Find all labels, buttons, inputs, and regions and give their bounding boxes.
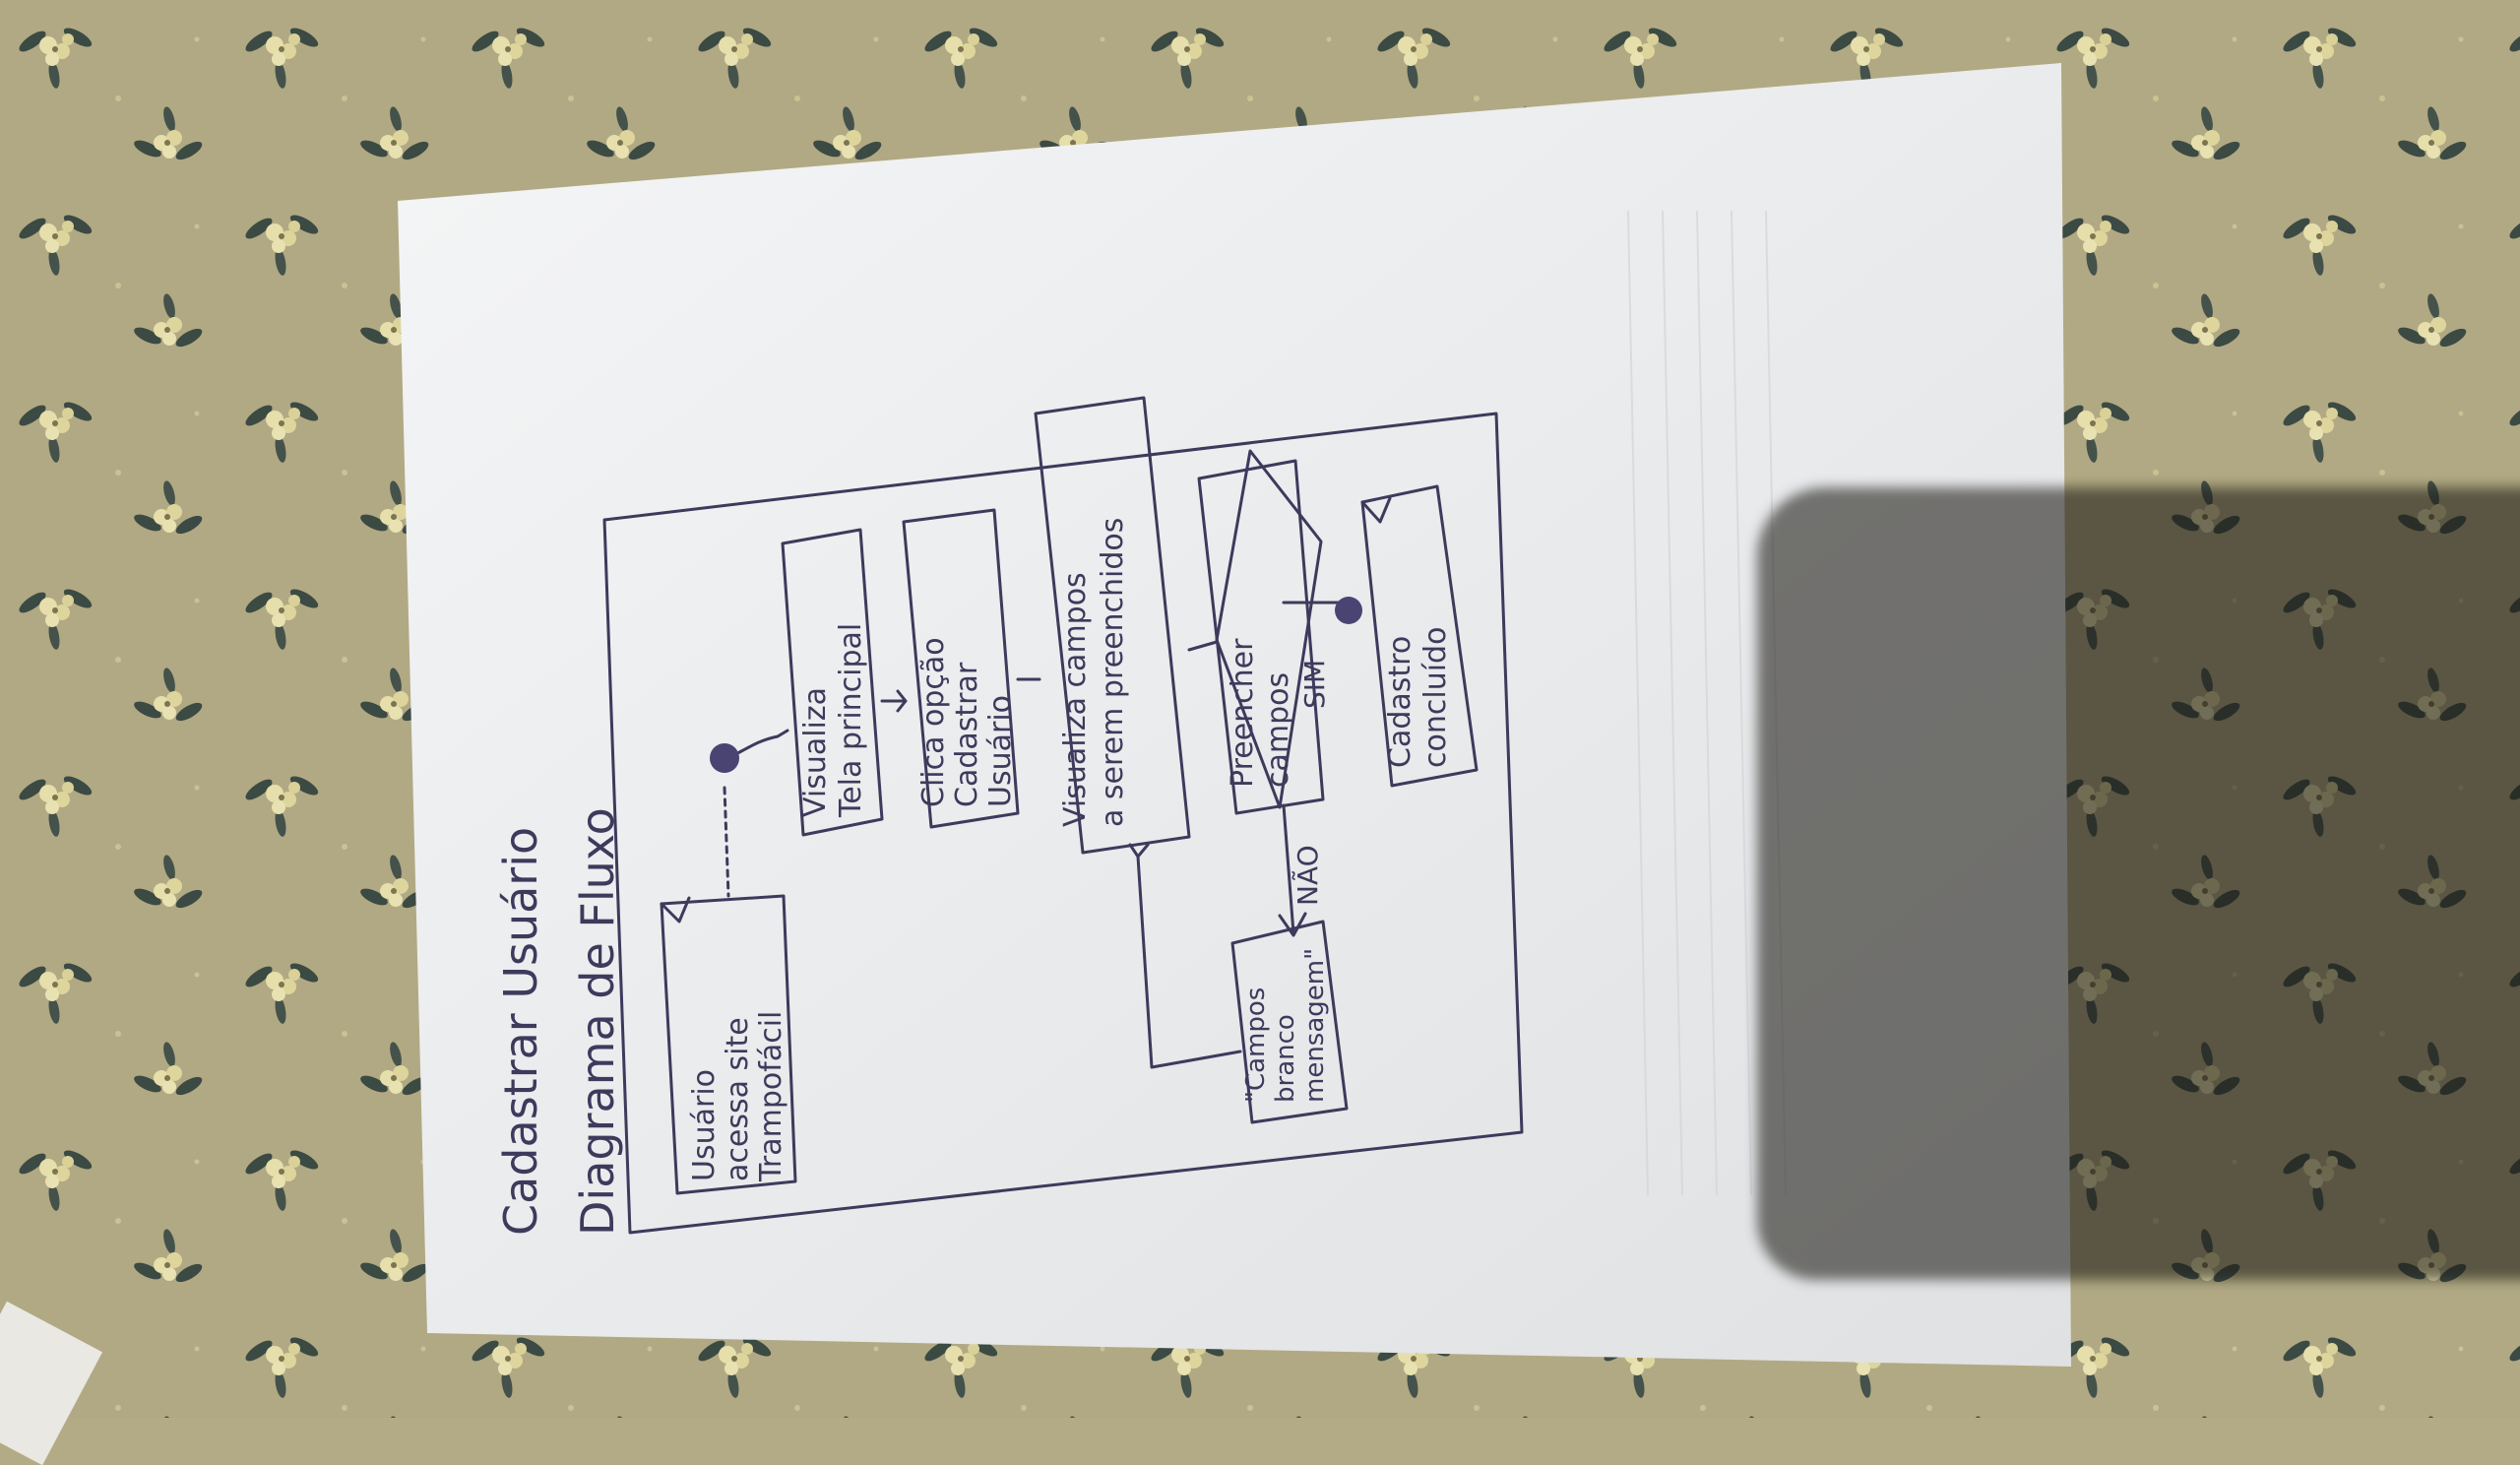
start-node-icon (710, 743, 739, 773)
click-register-line2: Cadastrar (950, 662, 984, 807)
done-note-box (1360, 484, 1479, 788)
view-main-line2: Tela principal (834, 623, 868, 818)
error-note-box (1230, 920, 1349, 1124)
start-note-line3: Trampofácil (754, 1011, 788, 1182)
paper-surface (398, 63, 2071, 1367)
error-note-line3: mensagem" (1300, 948, 1330, 1103)
start-note-line2: acessa site (721, 1017, 755, 1181)
view-form-line1: Visualiza campos (1058, 572, 1093, 827)
diagram-frame (602, 412, 1524, 1235)
end-node-icon (1335, 597, 1362, 624)
flowchart-sketch (602, 396, 1524, 1235)
error-note-line1: "Campos (1241, 987, 1271, 1103)
decision-diamond (1215, 449, 1323, 809)
fill-fields-line1: Preencher (1226, 638, 1260, 788)
view-form-line2: a serem preenchidos (1096, 518, 1130, 827)
decision-no-label: NÃO (1292, 845, 1324, 906)
step-box-view-form (1034, 396, 1191, 855)
error-note-line2: branco (1271, 1014, 1300, 1103)
step-box-view-main (781, 528, 884, 837)
decision-yes-label: SIM (1298, 660, 1331, 709)
diagram-title: Cadastrar Usuário (494, 827, 547, 1236)
click-register-line3: Usuário (983, 695, 1018, 807)
paper-sheet (398, 63, 2071, 1367)
start-note-line1: Usuário (687, 1069, 722, 1181)
step-box-click-register (902, 508, 1020, 829)
click-register-line1: Clica opção (916, 637, 951, 807)
fill-fields-line2: campos (1261, 672, 1295, 788)
flowchart-text: Cadastrar Usuário Diagrama de Fluxo Usuá… (494, 518, 1453, 1236)
done-note-line1: Cadastro (1383, 636, 1418, 768)
hand-shadow (1757, 487, 2520, 1280)
diagram-subtitle: Diagrama de Fluxo (571, 807, 624, 1236)
done-note-line2: concluído (1418, 627, 1453, 768)
start-note-box (660, 894, 797, 1195)
view-main-line1: Visualiza (798, 687, 833, 817)
